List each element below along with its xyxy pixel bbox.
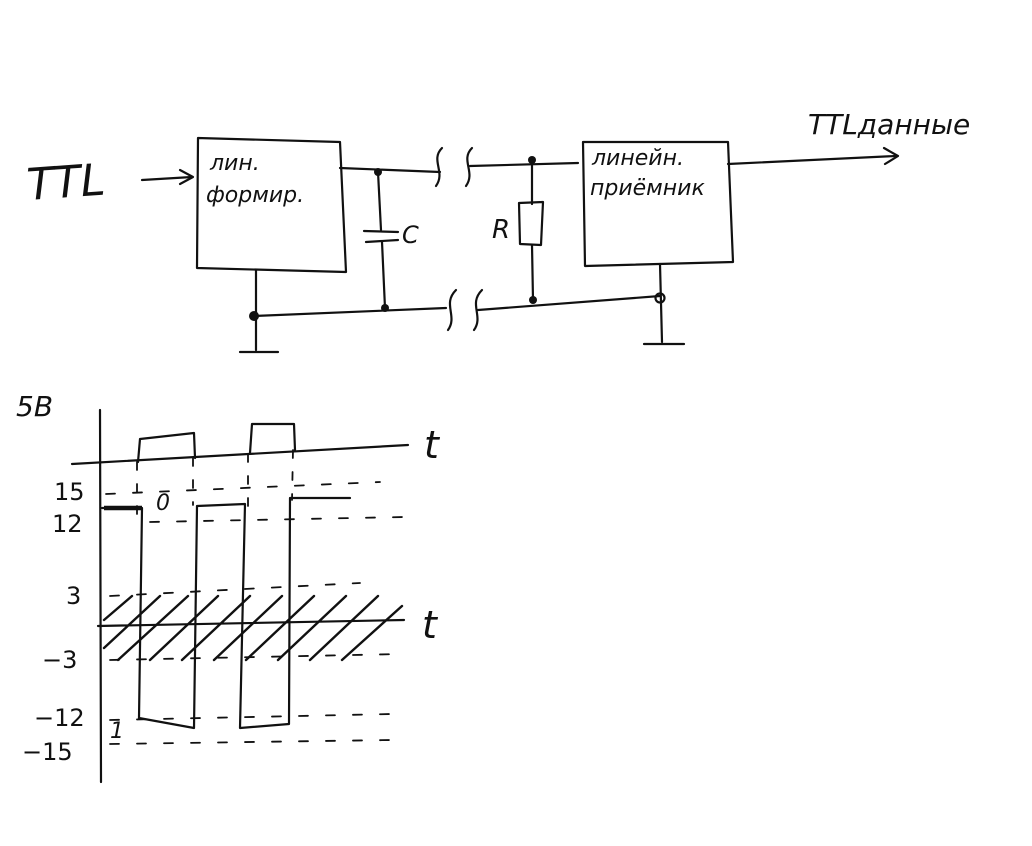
output-arrow <box>726 146 900 166</box>
level-3: 3 <box>66 582 81 610</box>
vertical-axis <box>98 408 103 784</box>
input-label: TTL <box>25 155 107 211</box>
receiver-label-line1: линейн. <box>591 146 684 171</box>
line-time-axis <box>96 618 406 628</box>
ttl-time-axis <box>70 443 410 466</box>
line-receiver-box <box>581 140 735 268</box>
logic-zero-mark: 0 <box>156 491 170 516</box>
level-12: 12 <box>52 510 83 538</box>
receiver-label-line2: приёмник <box>590 176 705 201</box>
ttl-pulse-2 <box>248 422 297 455</box>
logic-one-mark: 1 <box>110 719 124 744</box>
bottom-wire-right <box>476 294 662 312</box>
ttl-time-label: t <box>424 423 441 467</box>
level-15: 15 <box>54 478 85 506</box>
circuit-diagram: TTL лин. формир. C <box>25 108 970 354</box>
resistor-label: R <box>492 215 510 245</box>
driver-label-line2: формир. <box>206 183 304 208</box>
output-label: TTLданные <box>808 108 970 141</box>
ttl-level-label: 5В <box>16 390 53 423</box>
ttl-pulse-1 <box>136 431 197 464</box>
bottom-line-break <box>446 288 484 332</box>
top-line-break <box>434 146 474 188</box>
resistor <box>517 156 545 304</box>
line-time-label: t <box>422 603 439 647</box>
top-wire-right <box>468 161 580 168</box>
level-minus-3: −3 <box>42 646 77 674</box>
driver-label-line1: лин. <box>209 151 260 176</box>
bottom-wire-left <box>252 306 448 318</box>
input-arrow <box>140 168 195 186</box>
line-signal-waveform <box>100 496 352 730</box>
capacitor-label: C <box>402 221 419 249</box>
transition-zone-hatch <box>102 594 404 662</box>
level-minus-15: −15 <box>22 738 73 766</box>
level-minus-12: −12 <box>34 704 85 732</box>
capacitor <box>362 168 400 312</box>
line-driver-box <box>195 136 348 274</box>
top-wire-left <box>338 166 442 174</box>
timing-diagram: 5В t 15 12 3 −3 −12 −15 0 1 <box>16 390 441 784</box>
